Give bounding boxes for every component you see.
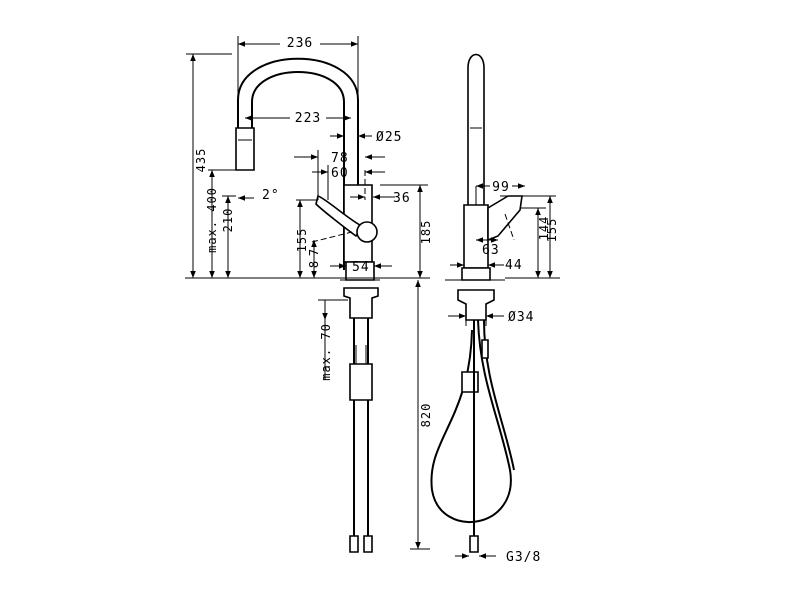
- spout-outer: [237, 57, 359, 270]
- dim-dia-25: Ø25: [376, 130, 402, 145]
- front-dimensions: 236 223 Ø25 78 60 36 155 7 8 54: [185, 34, 433, 550]
- side-body: [463, 204, 489, 269]
- dim-44: 44: [505, 258, 523, 273]
- dim-max-70: max. 70: [319, 323, 333, 381]
- side-dimensions: 99 63 44 144 155 Ø34 G3/8: [448, 178, 560, 565]
- dim-185: 185: [419, 220, 433, 245]
- hose-weight: [349, 363, 373, 401]
- dim-155-front: 155: [295, 228, 309, 253]
- dim-angle: 2°: [262, 188, 280, 203]
- side-view: [430, 53, 530, 553]
- dim-8: 8: [307, 260, 321, 268]
- dim-155-side: 155: [545, 218, 559, 243]
- dim-60: 60: [331, 166, 349, 181]
- spout-inner: [251, 71, 345, 270]
- lever-knob: [356, 221, 378, 243]
- dim-236: 236: [287, 36, 313, 51]
- dim-820: 820: [419, 403, 433, 428]
- mounting-nut: [343, 287, 379, 319]
- dim-78: 78: [331, 151, 349, 166]
- lever-handle: [315, 195, 364, 238]
- side-lever: [487, 195, 523, 242]
- dim-thread-g38: G3/8: [506, 550, 541, 565]
- dim-99: 99: [492, 180, 510, 195]
- dim-435: 435: [194, 148, 208, 173]
- lever-swing: [311, 231, 353, 243]
- dim-223: 223: [295, 111, 321, 126]
- dim-36: 36: [393, 191, 411, 206]
- hose-clip: [461, 371, 479, 393]
- dim-7: 7: [307, 248, 321, 256]
- dim-210: 210: [221, 208, 235, 233]
- dim-dia-34: Ø34: [508, 310, 534, 325]
- side-base: [461, 267, 491, 281]
- dim-max-400: max. 400: [205, 187, 219, 253]
- side-spout: [467, 53, 485, 211]
- pull-out-hose: [430, 319, 512, 524]
- dim-54: 54: [352, 260, 370, 275]
- front-view: [235, 57, 380, 553]
- dim-63: 63: [482, 243, 500, 258]
- spray-head: [235, 127, 255, 171]
